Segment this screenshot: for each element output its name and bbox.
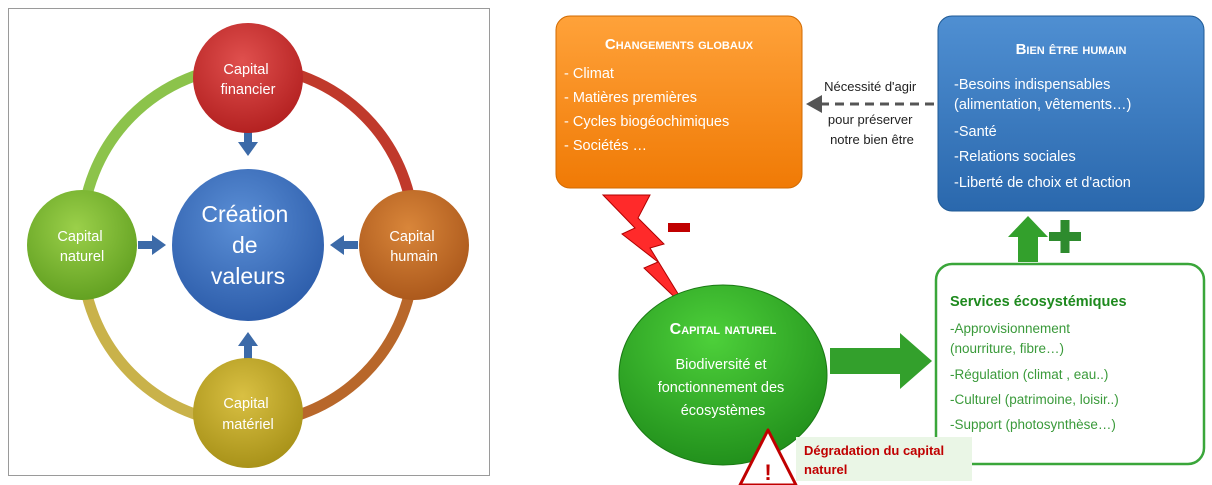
center-label-line-1: Création <box>201 201 288 227</box>
degradation-line-2: naturel <box>804 462 847 477</box>
changements-item-4: - Sociétés … <box>564 138 647 154</box>
capital-naturel-ellipse <box>618 284 828 466</box>
bien-etre-item-3: -Santé <box>954 124 997 140</box>
node-bottom-label-1: Capital <box>223 396 268 412</box>
svg-text:Biodiversité et fonction: Biodiversité et fonctionnement des écosy… <box>658 357 789 419</box>
svg-text:Nécessité d'agir pour pr: Nécessité d'agir pour préserver notre bi… <box>824 79 920 147</box>
necessite-line-2: pour préserver <box>828 112 913 127</box>
services-box <box>934 262 1206 466</box>
node-left-label-2: naturel <box>60 249 104 265</box>
center-label-line-3: valeurs <box>211 263 285 289</box>
necessite-line-3: notre bien être <box>830 132 914 147</box>
bien-etre-title: Bien être humain <box>1016 41 1127 58</box>
svg-text:Capital naturel: Capital naturel <box>57 229 106 265</box>
warning-triangle-icon <box>738 428 798 485</box>
necessite-dashed-arrow <box>806 95 934 113</box>
arrow-from-right <box>330 235 358 255</box>
bien-etre-item-1: -Besoins indispensables <box>954 77 1110 93</box>
plus-sign <box>1049 220 1081 253</box>
svg-text:Capital humain: Capital humain <box>389 229 438 265</box>
arrow-from-left <box>138 235 166 255</box>
necessite-line-1: Nécessité d'agir <box>824 79 917 94</box>
warning-mark: ! <box>764 460 771 485</box>
node-top-label-2: financier <box>221 82 276 98</box>
node-right-label-2: humain <box>390 249 438 265</box>
bien-etre-item-2: (alimentation, vêtements…) <box>954 97 1131 113</box>
svg-text:- Climat - Matières prem: - Climat - Matières premières - Cycles b… <box>564 66 733 154</box>
changements-item-3: - Cycles biogéochimiques <box>564 114 729 130</box>
minus-sign <box>668 223 690 232</box>
degradation-line-1: Dégradation du capital <box>804 443 944 458</box>
arrow-to-services <box>830 333 932 389</box>
changements-item-1: - Climat <box>564 66 614 82</box>
degradation-label-bg <box>796 437 972 481</box>
services-item-3: -Régulation (climat , eau..) <box>950 367 1108 382</box>
capital-naturel-line-2: fonctionnement des <box>658 380 785 396</box>
capital-naturel-line-3: écosystèmes <box>681 403 766 419</box>
node-capital-financier <box>193 23 303 133</box>
changements-globaux-title: Changements globaux <box>605 36 754 53</box>
arrow-from-bottom <box>238 332 258 360</box>
services-item-2: (nourriture, fibre…) <box>950 341 1064 356</box>
services-item-5: -Support (photosynthèse…) <box>950 417 1116 432</box>
bien-etre-item-4: -Relations sociales <box>954 149 1076 165</box>
services-item-4: -Culturel (patrimoine, loisir..) <box>950 392 1119 407</box>
node-left-label-1: Capital <box>57 229 102 245</box>
services-item-1: -Approvisionnement <box>950 321 1070 336</box>
arrow-to-bien-etre <box>1008 216 1048 262</box>
bien-etre-box <box>937 15 1205 212</box>
node-top-label-1: Capital <box>223 62 268 78</box>
capital-naturel-line-1: Biodiversité et <box>675 357 766 373</box>
center-node <box>172 169 324 321</box>
node-capital-materiel <box>193 358 303 468</box>
services-title: Services écosystémiques <box>950 294 1127 310</box>
svg-text:Capital financier: Capital financier <box>221 62 276 98</box>
center-label-line-2: de <box>232 232 258 258</box>
bien-etre-item-5: -Liberté de choix et d'action <box>954 175 1131 191</box>
node-capital-naturel <box>27 190 137 300</box>
node-capital-humain <box>359 190 469 300</box>
changements-globaux-box <box>555 15 803 189</box>
svg-text:Création de valeur: Création de valeurs <box>201 201 294 289</box>
capital-naturel-title: Capital naturel <box>670 321 777 338</box>
arrow-from-top <box>238 128 258 156</box>
right-diagram: Changements globaux - Climat - Matières … <box>555 15 1206 485</box>
left-diagram: Création de valeurs Capital financier Ca… <box>27 23 469 468</box>
node-right-label-1: Capital <box>389 229 434 245</box>
lightning-bolt-icon <box>601 194 689 311</box>
svg-text:-Besoins indispensables: -Besoins indispensables (alimentation, v… <box>954 77 1135 191</box>
changements-item-2: - Matières premières <box>564 90 697 106</box>
svg-text:Dégradation du capital n: Dégradation du capital naturel <box>804 443 948 477</box>
node-bottom-label-2: matériel <box>222 417 274 433</box>
svg-text:Capital matériel: Capital matériel <box>222 396 274 433</box>
svg-text:-Approvisionnement (nour: -Approvisionnement (nourriture, fibre…) … <box>950 321 1123 432</box>
